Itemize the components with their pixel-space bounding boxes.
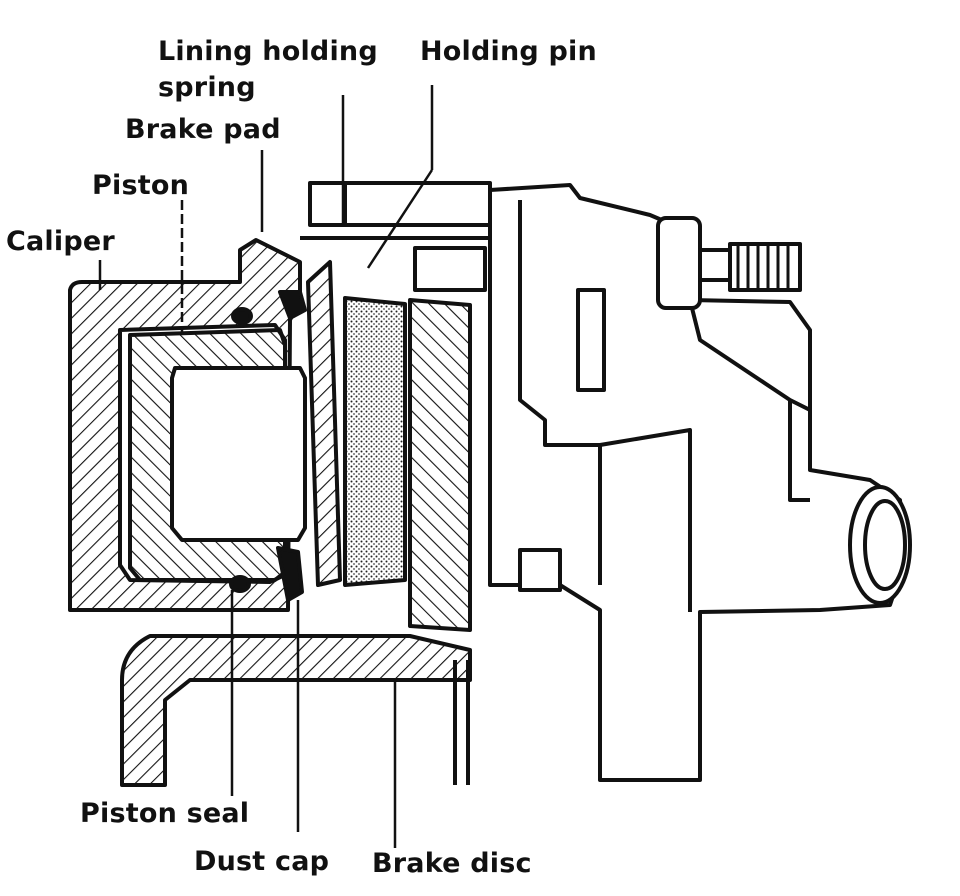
bolt-nut xyxy=(656,216,702,310)
backing-plate xyxy=(306,260,342,587)
piston-seal-bottom xyxy=(229,575,251,593)
brake-pad-lining xyxy=(343,296,407,587)
label-lining-holding: Lining holding xyxy=(158,36,378,67)
dust-cap-bottom xyxy=(276,546,304,602)
label-spring: spring xyxy=(158,72,256,103)
piston-seal-top xyxy=(231,307,253,325)
label-brake-pad: Brake pad xyxy=(125,114,281,145)
disc-hub xyxy=(120,634,472,787)
label-caliper: Caliper xyxy=(6,226,115,257)
label-brake-disc: Brake disc xyxy=(372,848,532,879)
label-piston: Piston xyxy=(92,170,189,201)
label-piston-seal: Piston seal xyxy=(80,798,250,829)
label-dust-cap: Dust cap xyxy=(194,846,330,877)
label-holding-pin: Holding pin xyxy=(420,36,597,67)
brake-disc-body xyxy=(408,298,472,632)
dust-cap-top xyxy=(278,290,307,320)
